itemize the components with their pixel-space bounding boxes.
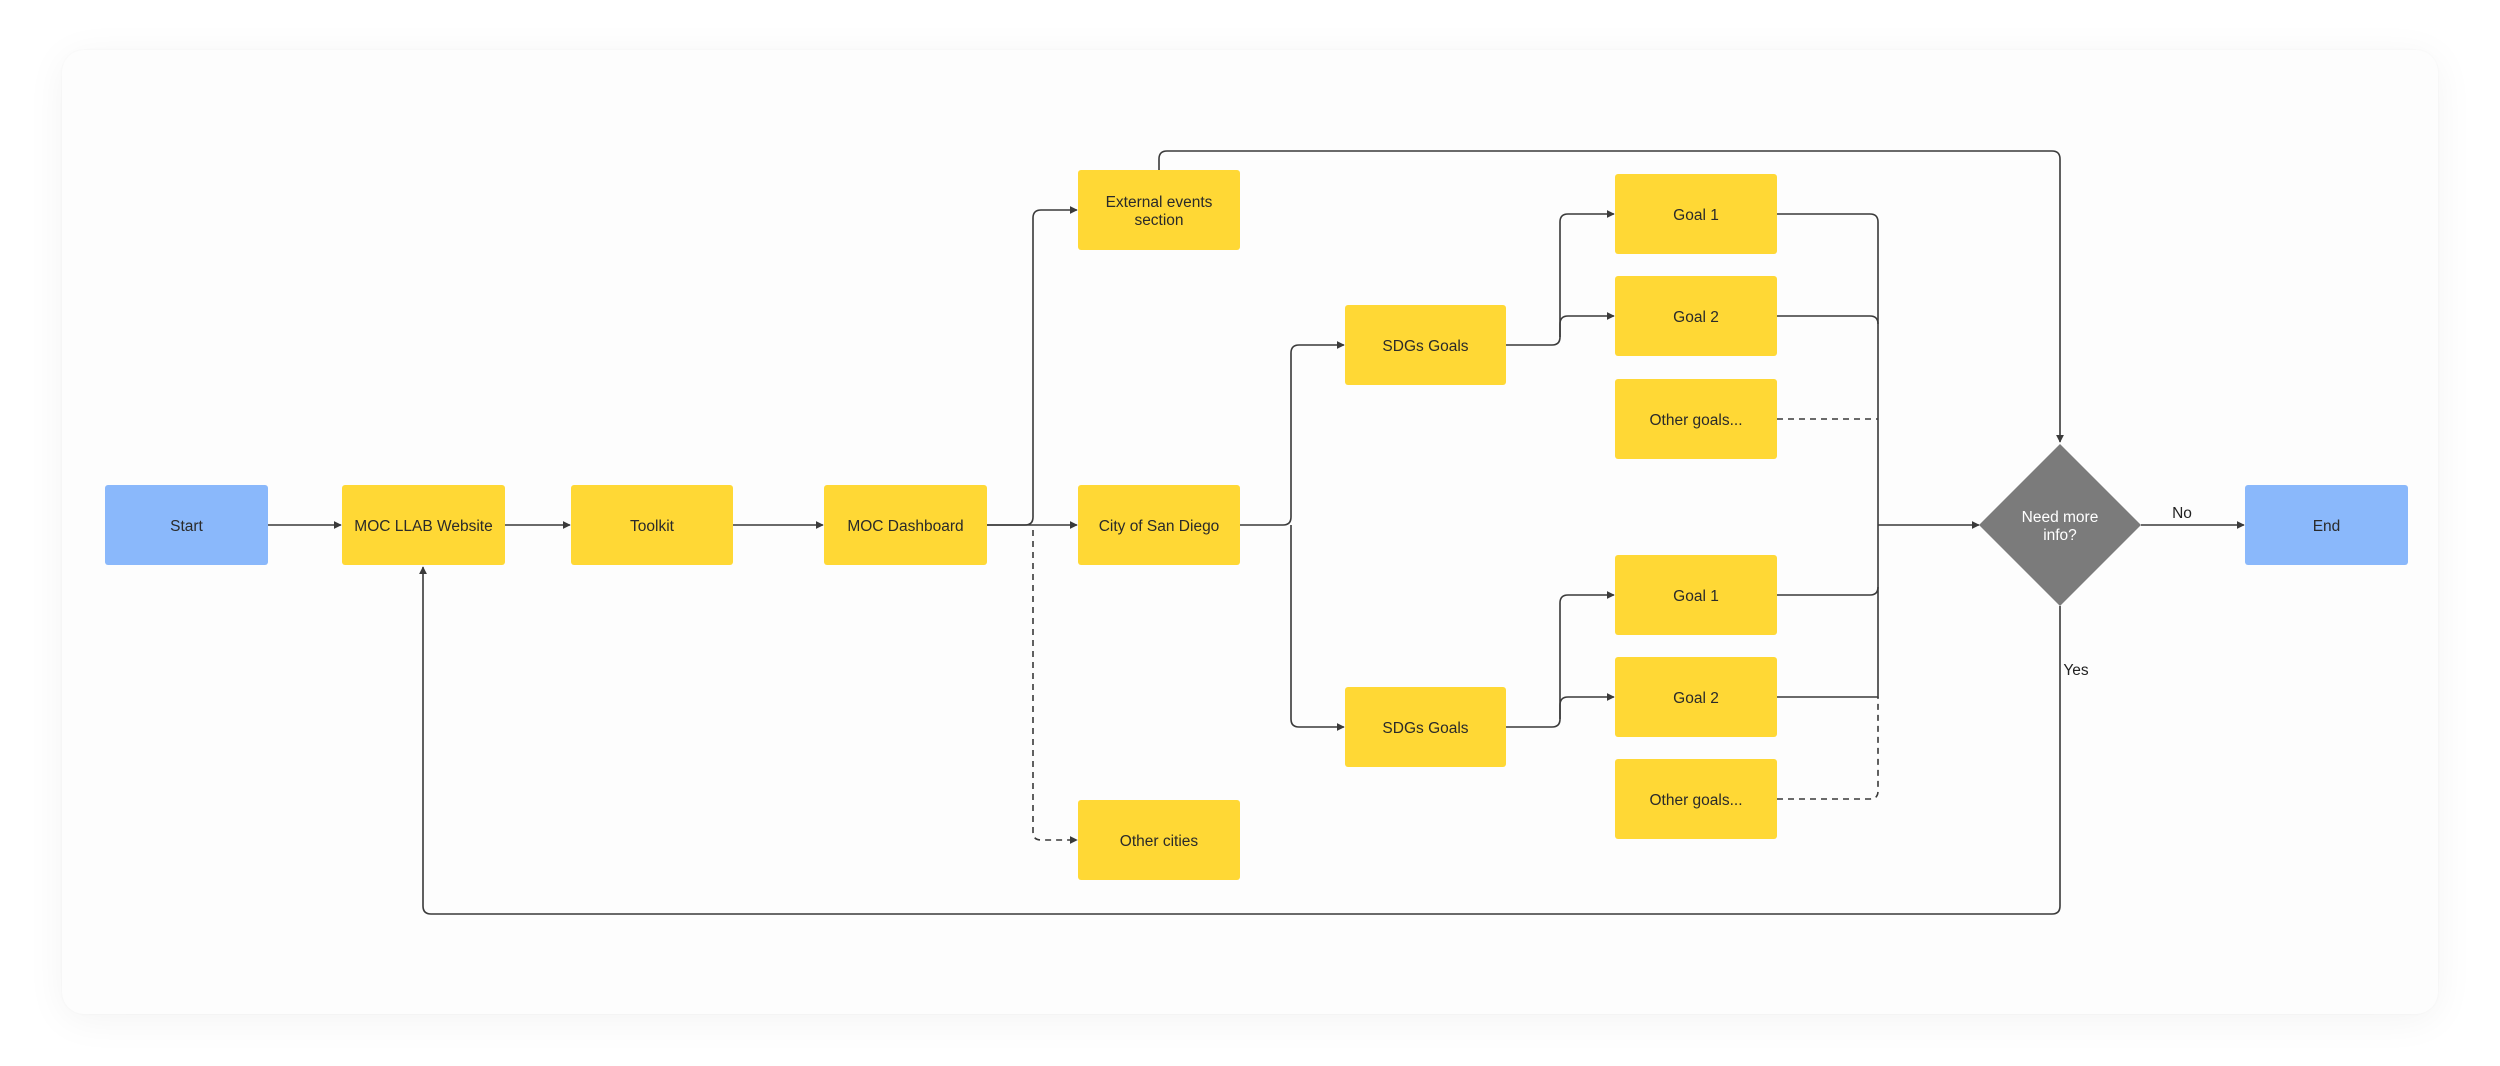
edge-dashboard-to-external-events — [987, 206, 1078, 526]
connectors — [268, 150, 2245, 915]
edge-label-yes: Yes — [2063, 662, 2089, 679]
node-decision-need-more-info[interactable]: Need more info? — [1979, 444, 2141, 606]
edge-external-events-to-decision — [1158, 150, 2064, 443]
node-other-goals-bottom[interactable]: Other goals... — [1615, 759, 1777, 839]
node-other-goals-top[interactable]: Other goals... — [1615, 379, 1777, 459]
edge-goal1-bottom-to-bus — [1777, 586, 1879, 596]
node-goal1-top[interactable]: Goal 1 — [1615, 174, 1777, 254]
node-start[interactable]: Start — [105, 485, 268, 565]
node-decision-label-line1: Need more — [2022, 509, 2099, 526]
node-other-cities-label: Other cities — [1120, 833, 1199, 850]
node-other-cities[interactable]: Other cities — [1078, 800, 1240, 880]
edge-other-goals-bottom-to-bus — [1777, 697, 1879, 800]
node-sdgs-goals-top[interactable]: SDGs Goals — [1345, 305, 1506, 385]
node-goal2-top-label: Goal 2 — [1673, 309, 1719, 326]
node-external-events-label-line2: section — [1134, 212, 1183, 229]
node-sdgs-goals-bottom[interactable]: SDGs Goals — [1345, 687, 1506, 767]
edge-sdgs-top-to-goal1 — [1506, 210, 1615, 346]
edge-goal2-top-to-bus — [1777, 315, 1879, 325]
edge-sdgs-bottom-to-goal1 — [1506, 591, 1615, 728]
node-city-of-san-diego-label: City of San Diego — [1099, 518, 1220, 535]
node-goal1-top-label: Goal 1 — [1673, 207, 1719, 224]
node-sdgs-goals-bottom-label: SDGs Goals — [1382, 720, 1468, 737]
dashed-connectors — [1777, 418, 1879, 800]
node-goal2-bottom[interactable]: Goal 2 — [1615, 657, 1777, 737]
edge-label-no: No — [2172, 505, 2192, 522]
node-toolkit-label: Toolkit — [630, 518, 675, 535]
node-external-events[interactable]: External events section — [1078, 170, 1240, 250]
node-goal2-top[interactable]: Goal 2 — [1615, 276, 1777, 356]
node-other-goals-bottom-label: Other goals... — [1649, 792, 1742, 809]
node-moc-llab-website[interactable]: MOC LLAB Website — [342, 485, 505, 565]
node-toolkit[interactable]: Toolkit — [571, 485, 733, 565]
node-end-label: End — [2313, 518, 2341, 535]
node-goal1-bottom-label: Goal 1 — [1673, 588, 1719, 605]
node-goal2-bottom-label: Goal 2 — [1673, 690, 1719, 707]
node-end[interactable]: End — [2245, 485, 2408, 565]
edge-decision-yes-to-website — [419, 566, 2061, 915]
node-moc-dashboard-label: MOC Dashboard — [847, 518, 963, 535]
node-external-events-label-line1: External events — [1106, 194, 1213, 211]
node-other-goals-top-label: Other goals... — [1649, 412, 1742, 429]
edge-city-to-sdgs-top — [1240, 341, 1345, 526]
node-start-label: Start — [170, 518, 203, 535]
edge-city-to-sdgs-bottom — [1290, 525, 1345, 731]
edge-sdgs-top-to-goal2 — [1559, 312, 1615, 337]
edge-goal2-bottom-to-bus — [1777, 525, 1879, 698]
node-goal1-bottom[interactable]: Goal 1 — [1615, 555, 1777, 635]
node-moc-dashboard[interactable]: MOC Dashboard — [824, 485, 987, 565]
node-moc-llab-website-label: MOC LLAB Website — [354, 518, 492, 535]
node-sdgs-goals-top-label: SDGs Goals — [1382, 338, 1468, 355]
node-decision-label-line2: info? — [2043, 527, 2077, 544]
edge-sdgs-bottom-to-goal2 — [1559, 693, 1615, 719]
node-city-of-san-diego[interactable]: City of San Diego — [1078, 485, 1240, 565]
edge-goal1-top-to-bus — [1777, 213, 1879, 525]
edge-dashboard-to-other-cities — [1032, 530, 1078, 844]
